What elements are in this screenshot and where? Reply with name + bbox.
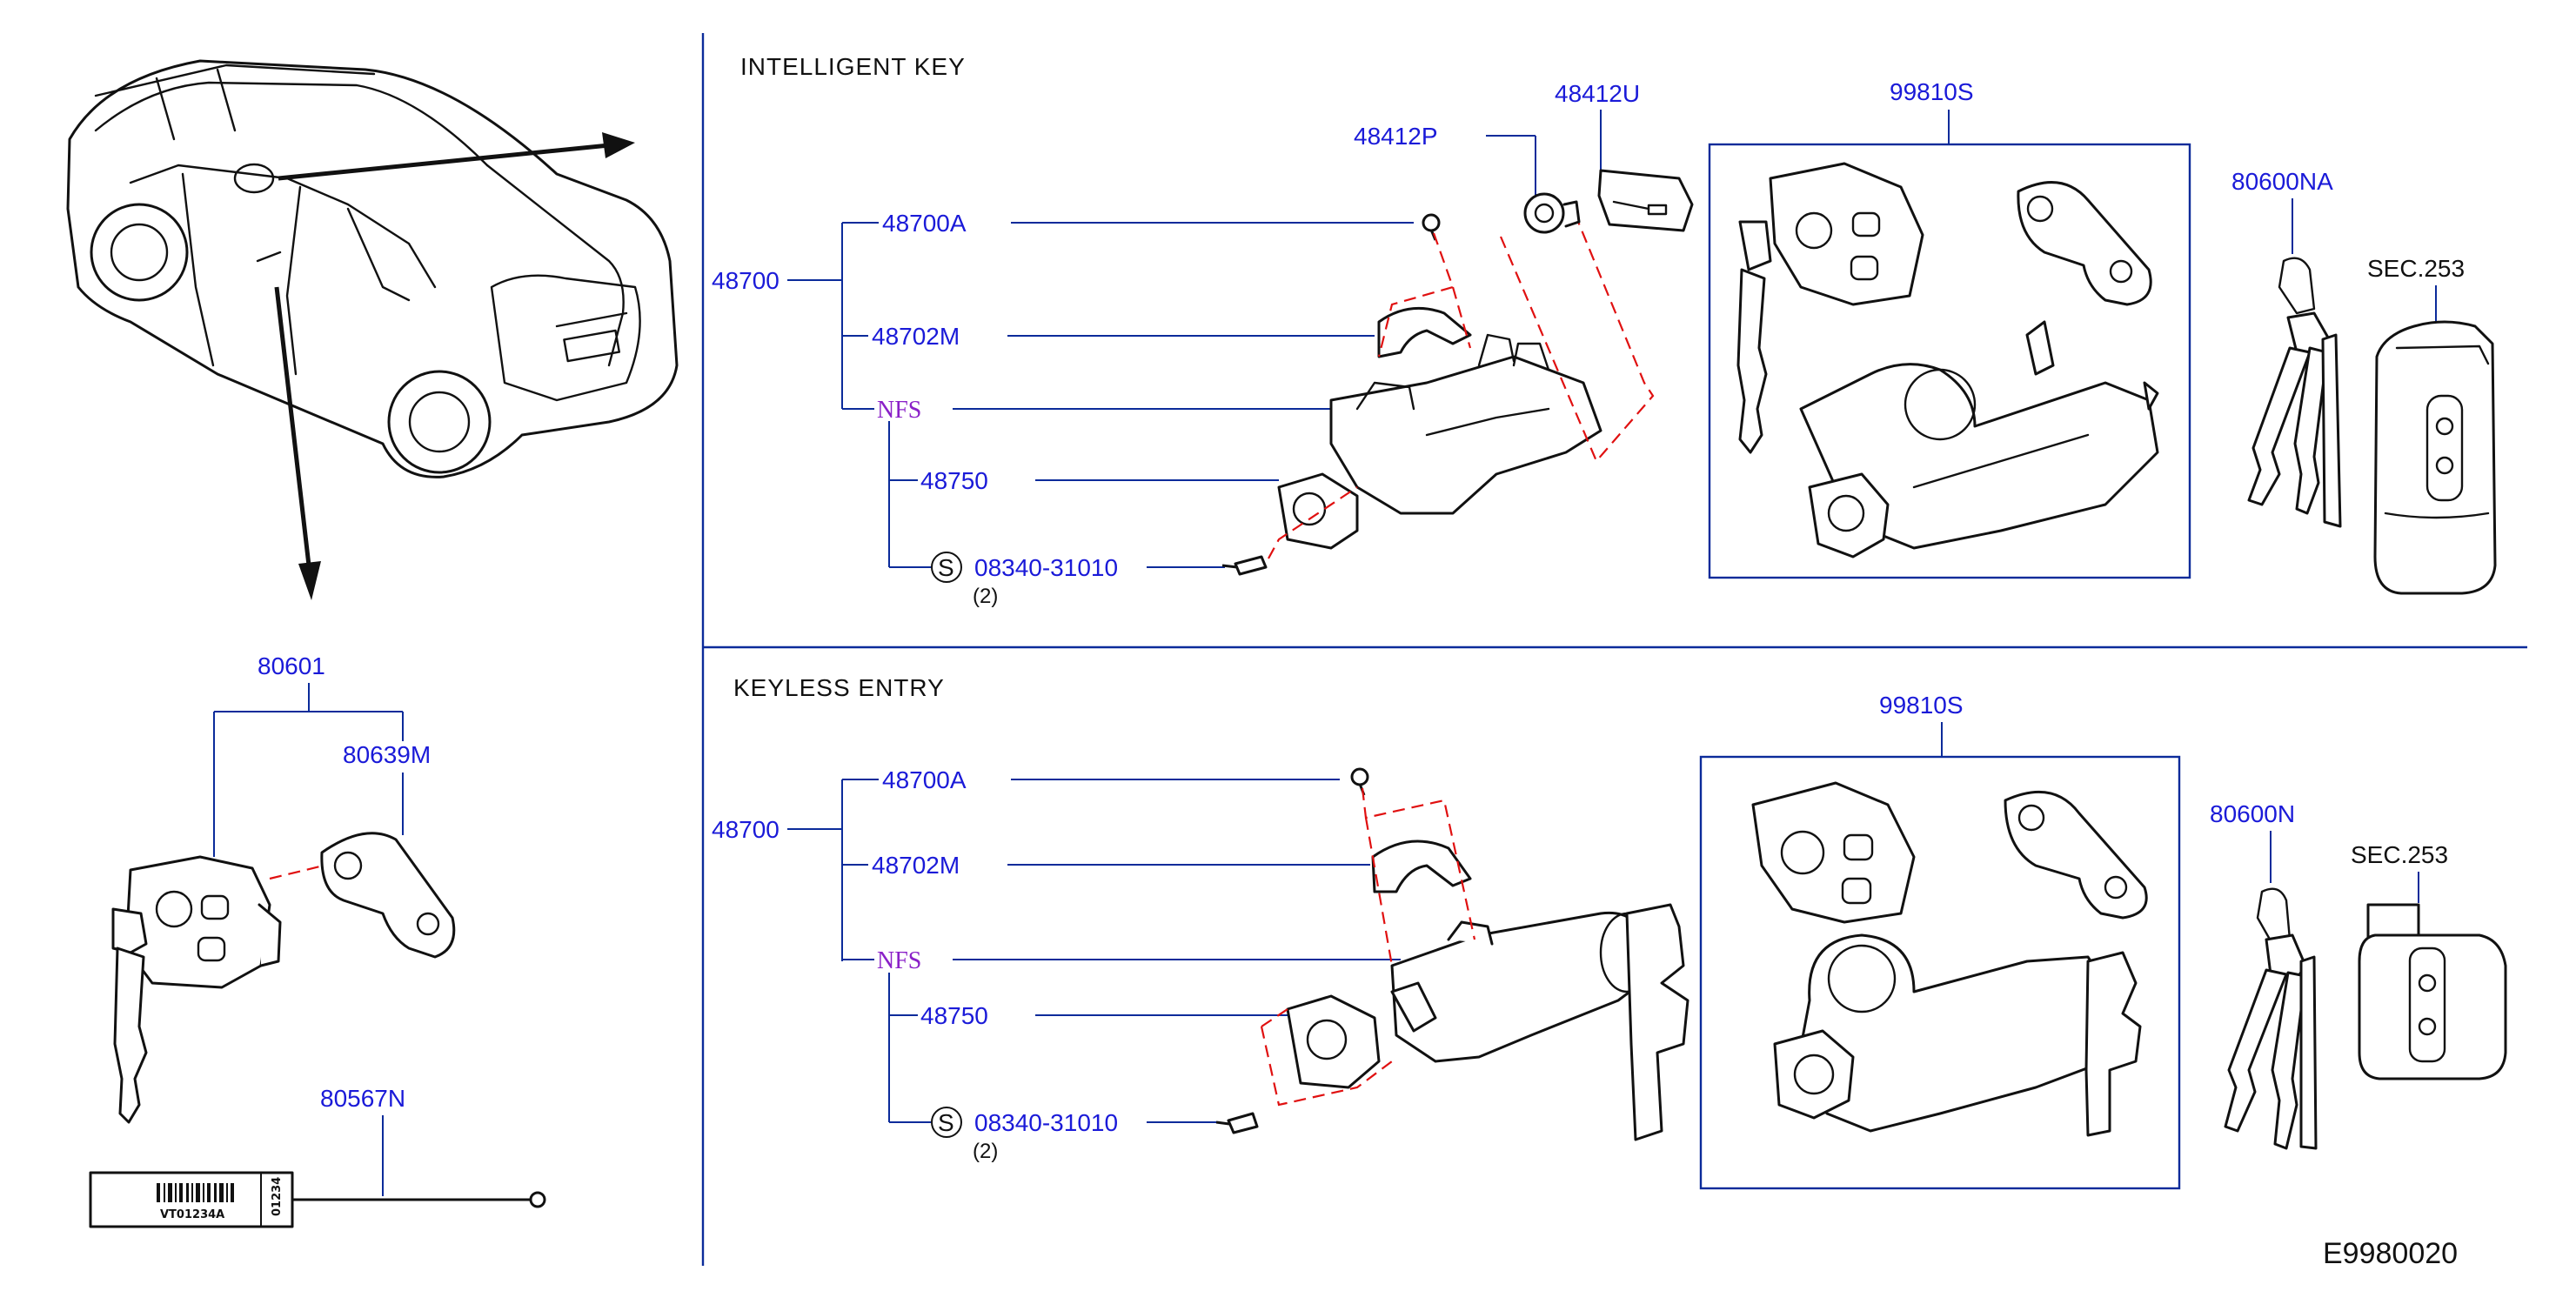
ik-intelligent-key-fob [2373, 320, 2497, 595]
ik-keys-80600NA [2247, 257, 2342, 528]
ik-qty: (2) [973, 585, 998, 608]
ik-part-80600NA[interactable]: 80600NA [2231, 168, 2333, 195]
key-cylinder-set-left [111, 832, 456, 1124]
barcode [157, 1183, 234, 1202]
ik-steering-lock [1221, 213, 1602, 576]
ik-part-99810S[interactable]: 99810S [1890, 78, 1974, 105]
ke-sec-253[interactable]: SEC.253 [2351, 841, 2448, 868]
ik-dashed-1 [1377, 232, 1455, 358]
part-80567N[interactable]: 80567N [320, 1085, 405, 1112]
ik-part-48702M[interactable]: 48702M [872, 323, 960, 350]
ke-part-48700[interactable]: 48700 [712, 816, 779, 843]
ke-s-mark: S [938, 1109, 954, 1136]
tag-barcode-text: VT01234A [160, 1208, 224, 1221]
ke-part-48702M[interactable]: 48702M [872, 852, 960, 879]
ik-part-08340-31010[interactable]: 08340-31010 [974, 554, 1118, 581]
ke-nfs[interactable]: NFS [877, 947, 921, 974]
ik-sec-253[interactable]: SEC.253 [2367, 255, 2465, 282]
ke-dashed-1 [1361, 787, 1476, 940]
car-illustration [66, 59, 679, 478]
ik-nfs[interactable]: NFS [877, 397, 921, 424]
ke-part-99810S[interactable]: 99810S [1879, 692, 1964, 719]
ik-s-mark: S [938, 554, 954, 581]
ik-part-48700A[interactable]: 48700A [882, 210, 967, 237]
ik-48412-parts [1523, 169, 1694, 234]
ik-part-48750[interactable]: 48750 [920, 467, 988, 494]
ik-part-48412U[interactable]: 48412U [1555, 80, 1640, 107]
part-80639M[interactable]: 80639M [343, 741, 431, 768]
part-80601[interactable]: 80601 [258, 652, 325, 679]
ke-part-08340-31010[interactable]: 08340-31010 [974, 1109, 1118, 1136]
ik-part-48700[interactable]: 48700 [712, 267, 779, 294]
intelligent-key-labels: 48700 48700A 48702M NFS 48750 S 08340-31… [712, 78, 2465, 608]
ke-part-80600N[interactable]: 80600N [2210, 800, 2295, 827]
ik-99810S-box [1708, 143, 2191, 579]
keyless-entry-labels: 48700 48700A 48702M NFS 48750 S 08340-31… [712, 692, 2448, 1163]
tag-side-text: 01234 [271, 1177, 284, 1216]
dashed-link-left [269, 864, 325, 880]
drawing-reference: E9980020 [2323, 1237, 2458, 1270]
ke-part-48700A[interactable]: 48700A [882, 766, 967, 793]
ke-99810S-box [1699, 755, 2181, 1190]
ke-keys-80600N [2224, 887, 2318, 1150]
ke-qty: (2) [973, 1140, 998, 1163]
heading-keyless-entry: KEYLESS ENTRY [733, 674, 945, 701]
ke-part-48750[interactable]: 48750 [920, 1002, 988, 1029]
heading-intelligent-key: INTELLIGENT KEY [740, 53, 966, 80]
key-tag: VT01234A 01234 [89, 1171, 546, 1228]
ke-99810S-contents [1751, 781, 2148, 1137]
ik-99810S-contents [1736, 162, 2159, 559]
ke-keyless-fob [2358, 903, 2507, 1080]
ik-part-48412P[interactable]: 48412P [1354, 123, 1438, 150]
ke-steering-lock [1215, 767, 1689, 1141]
car-arrows [274, 132, 635, 600]
